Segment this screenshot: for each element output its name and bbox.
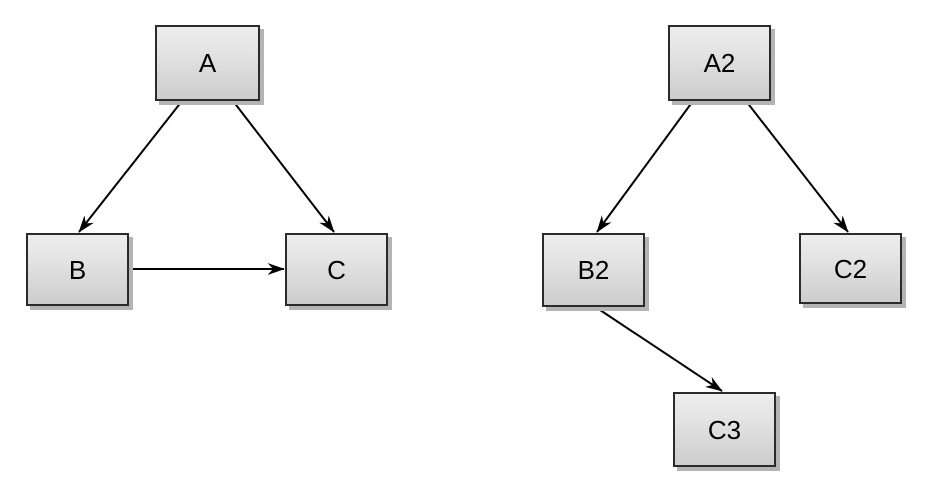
- edge-a2-b2[interactable]: [596, 100, 694, 233]
- node-b[interactable]: B: [26, 233, 129, 306]
- node-a[interactable]: A: [155, 25, 260, 101]
- node-a2[interactable]: A2: [668, 25, 771, 101]
- edge-b2-c3[interactable]: [596, 307, 723, 392]
- node-b2[interactable]: B2: [542, 233, 645, 307]
- node-label: B: [68, 254, 87, 285]
- node-label: C2: [833, 253, 868, 284]
- edge-a-b[interactable]: [78, 100, 183, 233]
- node-c[interactable]: C: [285, 233, 388, 306]
- node-label: C: [327, 254, 346, 285]
- edge-a2-c2[interactable]: [745, 100, 849, 233]
- node-label: B2: [577, 255, 610, 285]
- edge-a-c[interactable]: [232, 100, 335, 233]
- node-label: C3: [707, 414, 742, 445]
- node-label: A2: [703, 48, 736, 78]
- node-label: A: [198, 48, 217, 78]
- edge-group: [78, 100, 849, 392]
- node-c3[interactable]: C3: [673, 392, 776, 467]
- node-c2[interactable]: C2: [799, 233, 902, 304]
